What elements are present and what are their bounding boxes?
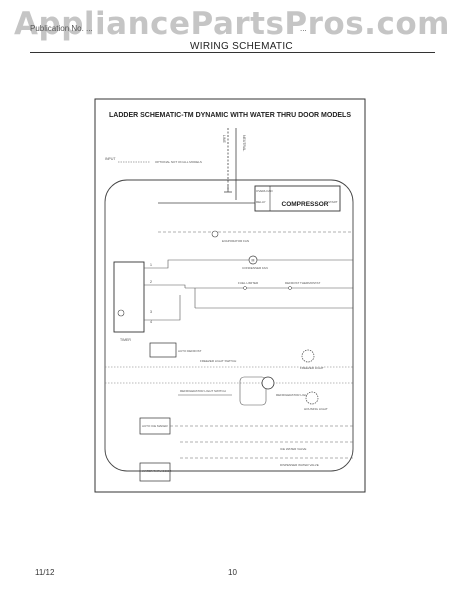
condenser-fan-symbol bbox=[248, 255, 258, 265]
timer-box bbox=[113, 261, 145, 333]
page-number: 10 bbox=[228, 568, 237, 577]
main-circuit-loop bbox=[104, 179, 354, 472]
water-thru-door-box bbox=[139, 462, 171, 482]
schematic-frame bbox=[94, 98, 366, 493]
auto-defrost-box bbox=[149, 342, 177, 358]
auto-defrost-label: AUTO DEFROST bbox=[178, 349, 202, 353]
watermark: AppliancePartsPros.com bbox=[14, 6, 450, 42]
timer-wiring bbox=[144, 259, 170, 269]
compressor-label: COMPRESSOR bbox=[282, 201, 329, 208]
terminal-4: 4 bbox=[150, 320, 152, 324]
overload-label: OVERLOAD bbox=[256, 189, 274, 193]
housing-light-symbol bbox=[305, 391, 319, 405]
section-title: WIRING SCHEMATIC bbox=[190, 41, 293, 52]
refrigerator-light-switch-label: REFRIGERATOR LIGHT SWITCH bbox=[180, 389, 226, 393]
input-label: INPUT bbox=[105, 157, 116, 161]
schematic-title: LADDER SCHEMATIC-TM DYNAMIC WITH WATER T… bbox=[109, 112, 351, 119]
evaporator-fan-label: EVAPORATOR FAN bbox=[222, 239, 249, 243]
freezer-light-label: FREEZER LIGHT bbox=[300, 366, 324, 370]
timer-motor-symbol bbox=[117, 309, 125, 317]
relay-label: RELAY bbox=[256, 200, 266, 204]
neutral-label: NEUTRAL bbox=[242, 135, 246, 151]
footer-date: 11/12 bbox=[35, 568, 55, 577]
refrigerator-light-box bbox=[239, 376, 267, 406]
refrigerator-light-label: REFRIGERATOR LIGHT bbox=[276, 393, 309, 397]
line-label: LINE bbox=[222, 135, 226, 143]
evaporator-fan-symbol bbox=[211, 230, 219, 238]
header-right-text: ... bbox=[300, 24, 307, 33]
timer-wiring-2 bbox=[144, 284, 186, 288]
housing-light-label: HOUSING LIGHT bbox=[304, 407, 328, 411]
condenser-fan-label: CONDENSER FAN bbox=[242, 266, 268, 270]
water-thru-door-label: WATER THRU DOOR bbox=[142, 469, 172, 473]
defrost-thermostat-label: DEFROST THERMOSTAT bbox=[285, 281, 320, 285]
header-rule bbox=[30, 52, 435, 53]
ice-maker-label: AUTO ICE MAKER bbox=[142, 424, 168, 428]
terminal-1: 1 bbox=[150, 263, 152, 267]
ice-water-valve-label: ICE WATER VALVE bbox=[280, 447, 306, 451]
start-label: START bbox=[328, 200, 338, 204]
motor-m: M bbox=[252, 259, 255, 263]
timer-label: TIMER bbox=[120, 338, 131, 342]
ground-symbol bbox=[224, 186, 232, 193]
terminal-3: 3 bbox=[150, 310, 152, 314]
freezer-light-symbol bbox=[301, 349, 315, 363]
terminal-2: 2 bbox=[150, 280, 152, 284]
refrigerator-light-symbol bbox=[261, 376, 275, 390]
dispenser-water-valve-label: DISPENSER WATER VALVE bbox=[280, 463, 319, 467]
fuel-limiter-symbol bbox=[243, 286, 247, 290]
header-publication: Publication No. ... bbox=[30, 24, 93, 33]
freezer-light-switch-label: FREEZER LIGHT SWITCH bbox=[200, 359, 236, 363]
compressor-box bbox=[254, 185, 341, 212]
timer-wiring-3 bbox=[144, 295, 181, 321]
input-note: OPTIONAL NOT ON ALL MODELS bbox=[155, 160, 202, 164]
fuel-limiter-label: FUEL LIMITER bbox=[238, 281, 259, 285]
defrost-thermostat-symbol bbox=[288, 286, 292, 290]
